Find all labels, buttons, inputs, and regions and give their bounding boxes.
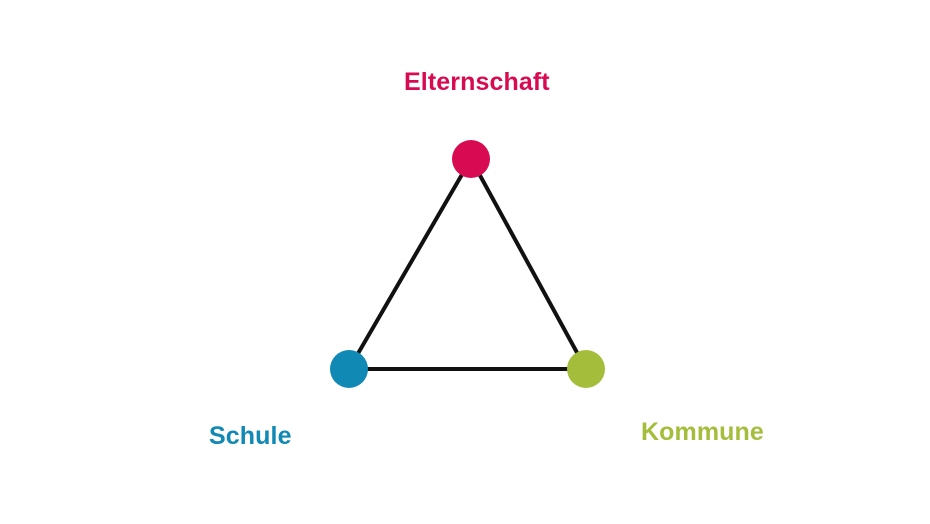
node-label-schule: Schule bbox=[209, 422, 292, 450]
edge-elternschaft-kommune bbox=[469, 158, 588, 370]
node-elternschaft[interactable] bbox=[452, 140, 490, 178]
node-label-elternschaft: Elternschaft bbox=[404, 68, 550, 96]
edge-elternschaft-schule bbox=[347, 157, 473, 371]
node-kommune[interactable] bbox=[567, 350, 605, 388]
node-label-kommune: Kommune bbox=[641, 418, 764, 446]
node-group bbox=[330, 140, 605, 388]
edge-group bbox=[347, 157, 588, 371]
node-schule[interactable] bbox=[330, 350, 368, 388]
